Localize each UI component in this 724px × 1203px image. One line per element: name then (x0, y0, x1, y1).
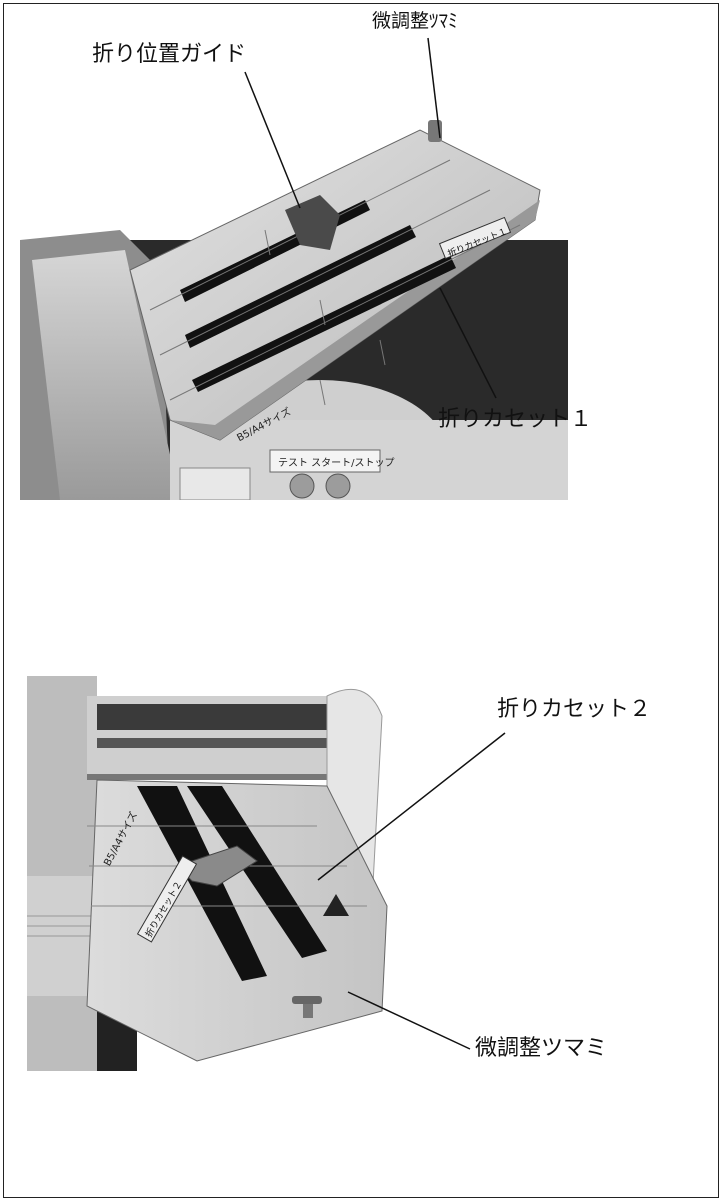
label-fine-adjust-knob-bottom: 微調整ツマミ (475, 1036, 608, 1061)
folding-machine-photo-1: テスト スタート/ストップ 折りカセット１ B5/A4サイズ (20, 90, 568, 500)
folding-machine-photo-2: 折りカセット２ B5/A4サイズ (27, 676, 437, 1071)
control-panel-label: テスト スタート/ストップ (278, 457, 395, 469)
label-fold-position-guide: 折り位置ガイド (92, 42, 247, 67)
label-fold-cassette-2: 折りカセット２ (497, 697, 652, 722)
label-fine-adjust-knob-top: 微調整ﾂﾏﾐ (372, 10, 458, 32)
label-fold-cassette-1: 折りカセット１ (438, 407, 593, 432)
page-frame (3, 3, 719, 1198)
